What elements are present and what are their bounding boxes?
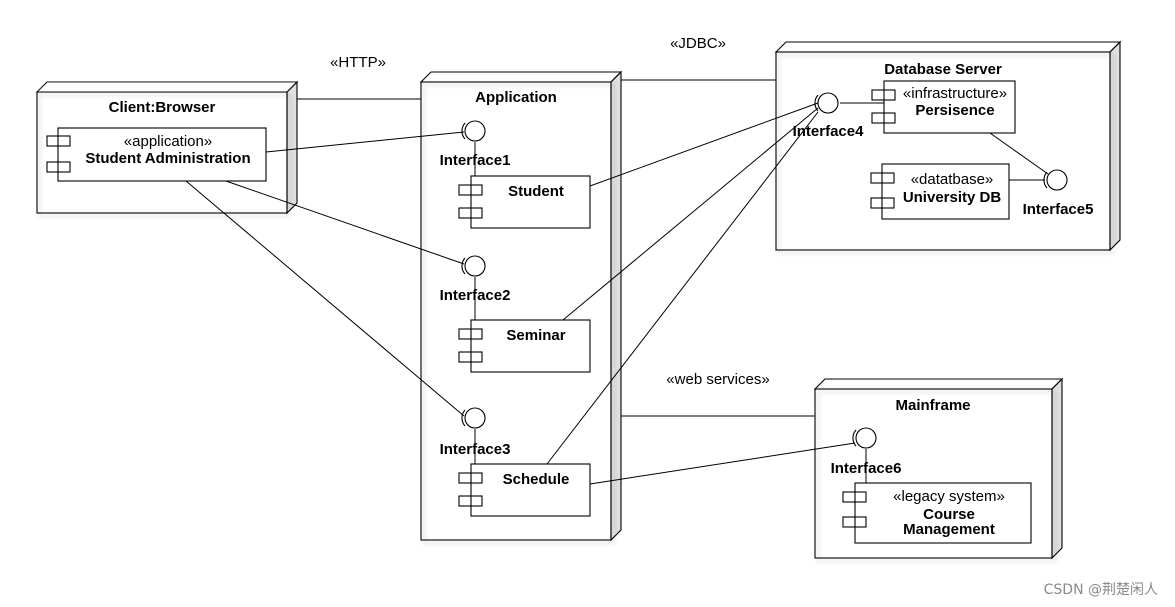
interface2-socket-icon (461, 257, 466, 275)
dep-persistence-interface5 (989, 132, 1049, 175)
component-persistence-stereotype: «infrastructure» (903, 85, 1007, 102)
interface2[interactable]: Interface2 (440, 255, 511, 304)
component-university-db[interactable]: «datatbase» University DB (870, 163, 1045, 220)
node-database-title: Database Server (884, 61, 1002, 78)
node-application-side-shade (611, 72, 621, 540)
node-application-top (419, 71, 623, 83)
node-application-front (420, 81, 612, 541)
interface4-lollipop-icon (817, 92, 839, 114)
component-port-icon (46, 135, 71, 147)
interface6-label: Interface6 (831, 460, 902, 477)
component-schedule-box (470, 463, 591, 517)
node-database-side-shade (1110, 42, 1120, 250)
component-port-icon (458, 184, 483, 196)
interface4-label: Interface4 (793, 123, 865, 140)
interface1-lollipop-icon (464, 120, 486, 142)
component-schedule-name: Schedule (503, 471, 570, 488)
interface1-socket-icon (461, 122, 466, 140)
node-database-top (774, 41, 1122, 53)
label-jdbc: «JDBC» (670, 35, 726, 52)
component-university-db-stereotype: «datatbase» (911, 171, 994, 188)
dep-student-interface4 (589, 102, 819, 187)
node-application-title: Application (475, 89, 557, 106)
interface4-socket-icon (814, 94, 819, 112)
label-http: «HTTP» (330, 54, 386, 71)
component-persistence[interactable]: «infrastructure» Persisence (840, 80, 1016, 134)
component-course-management-name-line2: Management (903, 521, 995, 538)
node-mainframe-side-shade (1052, 379, 1062, 558)
interface3-lollipop-icon (464, 407, 486, 429)
component-persistence-box (883, 80, 1016, 134)
component-student-administration-stereotype: «application» (124, 133, 212, 150)
component-port-icon (458, 472, 483, 484)
node-mainframe-front (814, 388, 1053, 559)
interface6[interactable]: Interface6 (831, 427, 902, 477)
node-client-top-shade (37, 82, 297, 92)
component-port-icon (842, 491, 867, 503)
dep-schedule-interface4 (546, 111, 819, 465)
component-port-icon (842, 516, 867, 528)
node-client-front (36, 91, 288, 214)
label-web-services: «web services» (666, 371, 769, 388)
node-database-server[interactable]: Database Server (774, 40, 1122, 252)
dep-admin-interface1 (265, 131, 465, 153)
component-port-icon (458, 328, 483, 340)
component-seminar-box (470, 319, 591, 373)
node-mainframe[interactable]: Mainframe (813, 377, 1064, 560)
component-seminar[interactable]: Seminar (458, 277, 591, 373)
node-client-side-shade (287, 82, 297, 213)
watermark: CSDN @荆楚闲人 (1044, 582, 1158, 598)
interface6-socket-icon (852, 429, 857, 447)
component-port-icon (870, 197, 895, 209)
component-student-box (470, 175, 591, 229)
component-student-administration-box (57, 127, 267, 182)
component-course-management[interactable]: «legacy system» Course Management (842, 449, 1032, 544)
component-port-icon (458, 495, 483, 507)
node-application[interactable]: Application (419, 70, 623, 542)
component-port-icon (871, 89, 896, 101)
interface5-lollipop-icon (1046, 169, 1068, 191)
dep-seminar-interface4 (562, 107, 819, 321)
component-port-icon (870, 172, 895, 184)
interface2-lollipop-icon (464, 255, 486, 277)
interface5[interactable]: Interface5 (1023, 169, 1094, 218)
node-mainframe-top (813, 378, 1064, 390)
component-university-db-box (881, 163, 1010, 220)
interface2-label: Interface2 (440, 287, 511, 304)
component-persistence-name: Persisence (915, 102, 994, 119)
component-port-icon (458, 351, 483, 363)
component-port-icon (46, 161, 71, 173)
node-mainframe-title: Mainframe (895, 397, 970, 414)
node-client-browser[interactable]: Client:Browser (35, 80, 299, 215)
dep-admin-interface2 (225, 180, 465, 265)
component-course-management-stereotype: «legacy system» (893, 488, 1005, 505)
component-seminar-name: Seminar (506, 327, 565, 344)
interface1-label: Interface1 (440, 152, 511, 169)
interface3-label: Interface3 (440, 441, 511, 458)
component-student[interactable]: Student (458, 142, 591, 229)
component-course-management-box (854, 482, 1032, 544)
node-client-title: Client:Browser (109, 99, 216, 116)
component-student-name: Student (508, 183, 564, 200)
component-port-icon (458, 207, 483, 219)
component-university-db-name: University DB (903, 189, 1002, 206)
dep-admin-interface3 (185, 180, 465, 417)
interface3-socket-icon (461, 409, 466, 427)
node-database-front (775, 51, 1111, 251)
component-course-management-name-line1: Course (923, 506, 975, 523)
interface5-socket-icon (1043, 171, 1048, 189)
interface1[interactable]: Interface1 (440, 120, 511, 169)
dep-schedule-interface6 (589, 442, 856, 485)
interface4[interactable]: Interface4 (793, 92, 865, 140)
component-port-icon (871, 112, 896, 124)
interface3[interactable]: Interface3 (440, 407, 511, 458)
component-student-administration-name: Student Administration (85, 150, 250, 167)
interface6-lollipop-icon (855, 427, 877, 449)
component-schedule[interactable]: Schedule (458, 429, 591, 517)
component-student-administration[interactable]: «application» Student Administration (46, 127, 267, 182)
interface5-label: Interface5 (1023, 201, 1094, 218)
